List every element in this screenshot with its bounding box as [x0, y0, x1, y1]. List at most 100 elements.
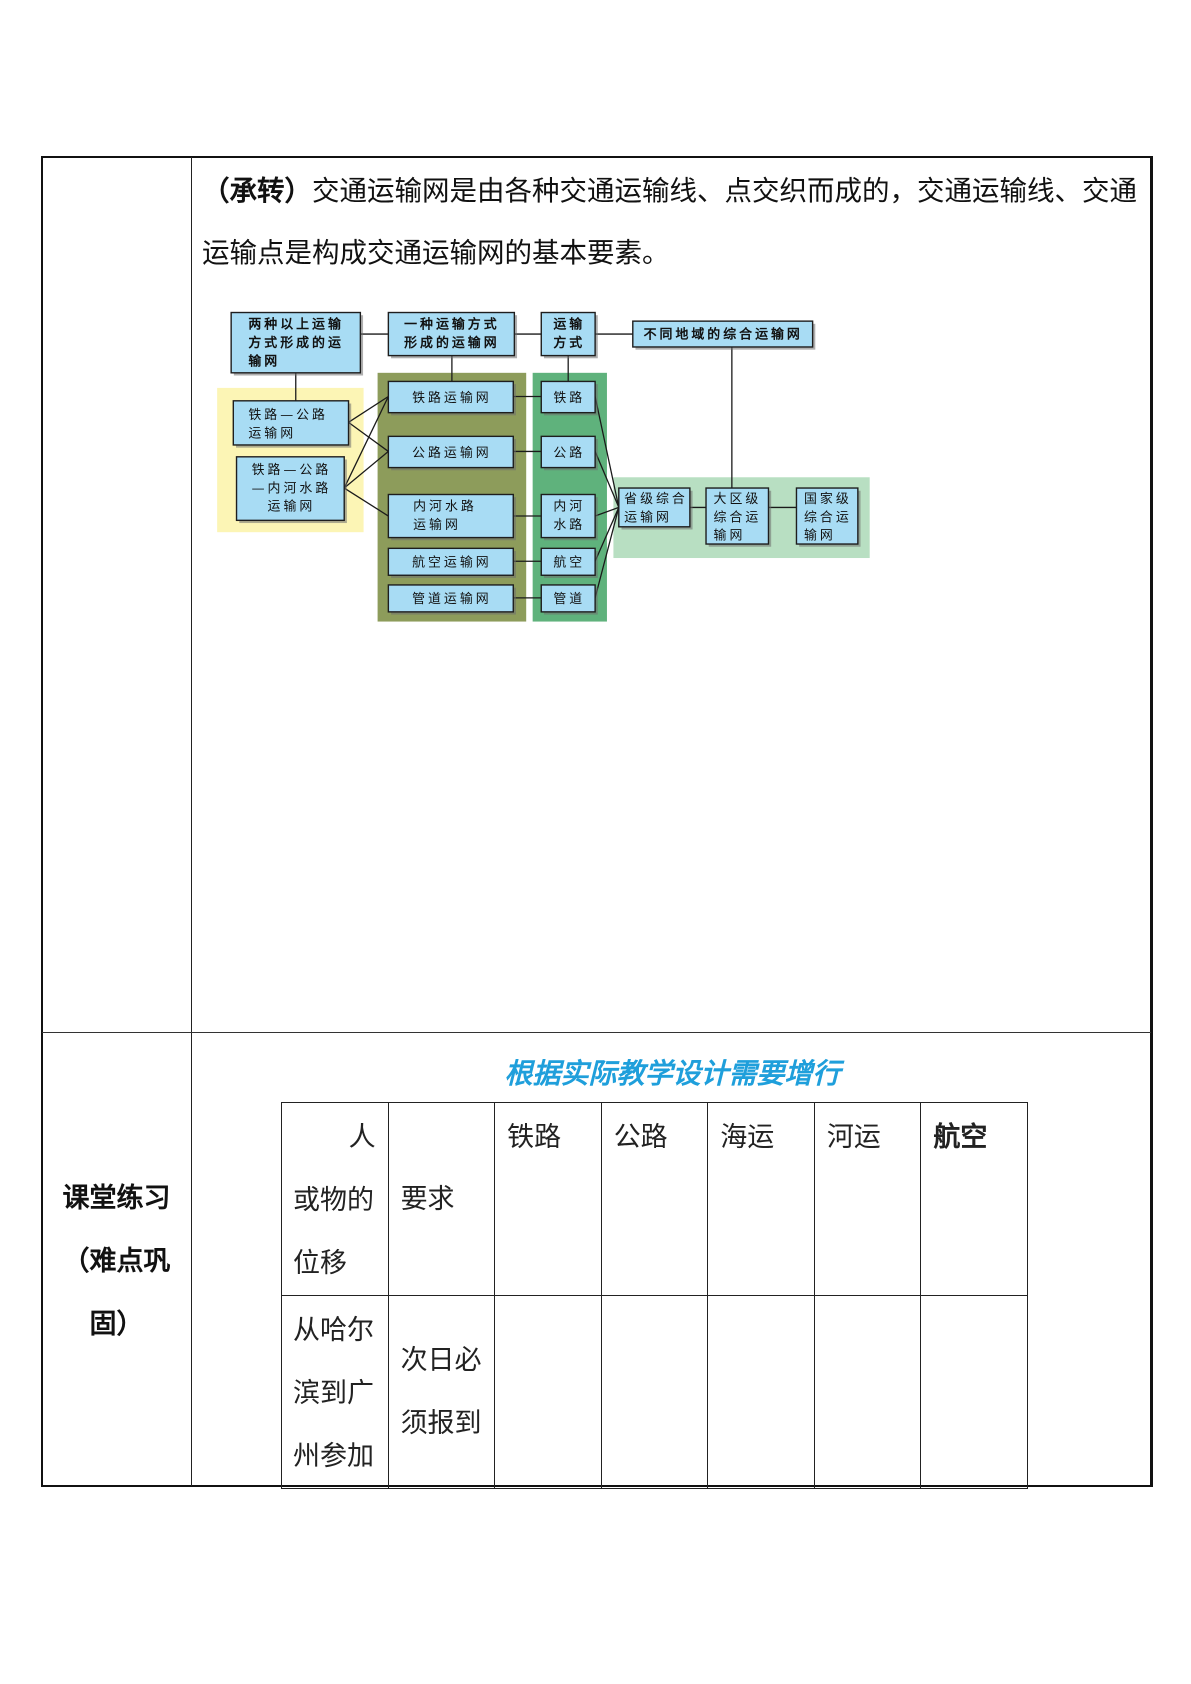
box-label: 省级综合 [624, 492, 688, 507]
connector-line [594, 451, 620, 508]
box-label: 管道运输网 [412, 591, 492, 607]
box-label: 综合运 [714, 510, 762, 525]
network-box-inland-waterway: 内河水路 运输网 [387, 493, 516, 541]
exercise-note: 根据实际教学设计需要增行 [504, 1057, 841, 1090]
header-requirement: 要求 [400, 1183, 455, 1215]
category-box-single-mode: 一种运输方式 形成的运输网 [387, 311, 518, 359]
box-label: 运输网 [413, 517, 461, 533]
header-mode-cell: 航空 [920, 1102, 1028, 1296]
network-box-highway: 公路运输网 [387, 435, 516, 471]
multimodal-box-rail-road-river: 铁路—公路 —内河水路 运输网 [235, 456, 347, 524]
category-box-regional: 不同地域的综合运输网 [632, 320, 816, 350]
box-label: 管道 [553, 592, 585, 607]
connector-line [348, 395, 389, 423]
row-divider [42, 1032, 1151, 1033]
paragraph-line-1: （承转）交通运输网是由各种交通运输线、点交织而成的，交通运输线、交通 [202, 160, 1152, 222]
header-subject-line: 人 [348, 1122, 376, 1153]
box-label: 航空 [553, 555, 585, 571]
transition-paragraph: （承转）交通运输网是由各种交通运输线、点交织而成的，交通运输线、交通 运输点是构… [202, 160, 1152, 284]
row-subject-line: 州参加 [293, 1441, 374, 1472]
mode-box-aviation: 航空 [540, 547, 598, 578]
paragraph-text-1: 交通运输网是由各种交通运输线、点交织而成的，交通运输线、交通 [312, 175, 1137, 207]
header-mode-cell: 海运 [707, 1102, 815, 1296]
table-header-row: 人 或物的 位移 要求 铁路 公路 海运 河运 航空 [281, 1102, 1028, 1296]
box-label: 航空运输网 [412, 555, 492, 571]
row-subject-line: 从哈尔 [293, 1315, 374, 1346]
box-body [387, 547, 514, 576]
box-body [540, 435, 596, 469]
connector-line [594, 507, 620, 599]
header-requirement-cell: 要求 [387, 1102, 496, 1296]
mode-box-inland-waterway: 内河 水路 [540, 493, 598, 541]
box-body [618, 487, 691, 528]
header-mode-cell: 河运 [813, 1102, 922, 1296]
box-label: 公路运输网 [412, 445, 492, 461]
regional-box-major-region: 大区级 综合运 输网 [705, 487, 772, 547]
box-label: 内河 [553, 499, 585, 515]
header-mode-aviation: 航空 [933, 1122, 988, 1153]
answer-cell [707, 1295, 815, 1489]
section-label-line: （难点巩 [62, 1246, 171, 1277]
box-label: 大区级 [714, 492, 762, 507]
transition-label: （承转） [202, 175, 312, 207]
section-label: 课堂练习 （难点巩 固） [41, 1167, 192, 1356]
header-subject-cell: 人 或物的 位移 [281, 1102, 389, 1296]
category-box-mode: 运输 方式 [540, 311, 598, 359]
box-body [705, 487, 770, 545]
box-body [230, 311, 362, 374]
header-mode-railway: 铁路 [507, 1122, 562, 1153]
box-body [632, 320, 814, 348]
mode-box-railway: 铁路 [540, 380, 598, 416]
box-label: 铁路—公路 [252, 462, 332, 478]
network-box-aviation: 航空运输网 [387, 547, 516, 578]
paragraph-line-2: 运输点是构成交通运输网的基本要素。 [202, 237, 670, 269]
box-label: 输网 [804, 528, 836, 544]
row-requirement-line: 次日必 [400, 1345, 482, 1376]
box-label: 内河水路 [413, 499, 477, 515]
box-label: 运输网 [624, 509, 672, 525]
row-subject-cell: 从哈尔 滨到广 州参加 [281, 1295, 389, 1489]
box-body [387, 493, 514, 539]
box-label: 方式 [553, 335, 585, 351]
header-subject-line: 位移 [293, 1248, 347, 1279]
box-label: 方式形成的运 [248, 335, 344, 351]
regional-box-provincial: 省级综合 运输网 [618, 487, 693, 530]
answer-cell [494, 1295, 602, 1489]
regional-box-national: 国家级 综合运 输网 [795, 487, 861, 547]
box-label: 输网 [248, 353, 280, 369]
box-label: 公路 [553, 445, 585, 461]
multimodal-box-rail-road: 铁路—公路 运输网 [232, 400, 352, 448]
section-label-line: 课堂练习 [62, 1183, 171, 1214]
box-body [795, 487, 859, 545]
box-body [540, 493, 596, 539]
box-label: 不同地域的综合运输网 [644, 326, 803, 342]
box-body [232, 400, 350, 446]
box-body [387, 584, 514, 613]
connector-line [343, 487, 389, 517]
header-subject-line: 或物的 [293, 1185, 374, 1216]
box-label: 铁路—公路 [248, 407, 328, 423]
box-body [387, 311, 516, 357]
box-label: —内河水路 [252, 480, 332, 496]
box-body [387, 380, 514, 414]
box-label: 运输 [553, 317, 585, 333]
box-label: 综合运 [804, 510, 852, 525]
box-label: 运输网 [268, 499, 316, 515]
header-mode-highway: 公路 [613, 1122, 668, 1153]
answer-cell [813, 1295, 922, 1489]
header-mode-cell: 铁路 [494, 1102, 602, 1296]
answer-cell [600, 1295, 709, 1489]
mode-box-pipeline: 管道 [540, 584, 598, 615]
box-label: 铁路 [553, 390, 585, 406]
box-label: 输网 [714, 528, 746, 544]
connector-line [594, 507, 620, 562]
row-requirement-line: 须报到 [400, 1408, 482, 1439]
box-label: 水路 [553, 517, 585, 533]
box-label: 运输网 [248, 425, 296, 441]
row-subject-line: 滨到广 [293, 1378, 374, 1409]
answer-cell [920, 1295, 1028, 1489]
box-label: 形成的运输网 [404, 335, 500, 351]
exercise-table: 人 或物的 位移 要求 铁路 公路 海运 河运 航空 从哈尔 滨到广 州参加 次… [281, 1102, 1028, 1489]
network-box-pipeline: 管道运输网 [387, 584, 516, 615]
